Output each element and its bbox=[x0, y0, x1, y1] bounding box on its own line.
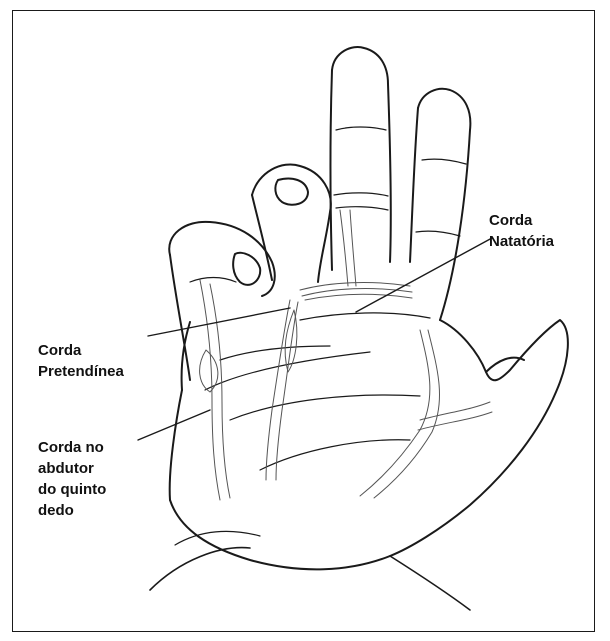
label-line: Corda no bbox=[38, 437, 106, 458]
leader-line-natatoria bbox=[356, 238, 492, 312]
leader-line-pretendinea bbox=[148, 308, 290, 336]
label-corda-abdutor: Corda no abdutor do quinto dedo bbox=[38, 437, 106, 521]
label-line: dedo bbox=[38, 500, 106, 521]
finger-creases bbox=[190, 127, 466, 282]
label-corda-pretendinea: Corda Pretendínea bbox=[38, 340, 124, 382]
label-line: do quinto bbox=[38, 479, 106, 500]
label-line: Corda bbox=[38, 340, 124, 361]
label-line: Corda bbox=[489, 210, 554, 231]
hand-outline bbox=[150, 47, 568, 610]
label-line: Natatória bbox=[489, 231, 554, 252]
palmar-creases bbox=[205, 313, 430, 470]
label-line: abdutor bbox=[38, 458, 106, 479]
label-line: Pretendínea bbox=[38, 361, 124, 382]
label-corda-natatoria: Corda Natatória bbox=[489, 210, 554, 252]
